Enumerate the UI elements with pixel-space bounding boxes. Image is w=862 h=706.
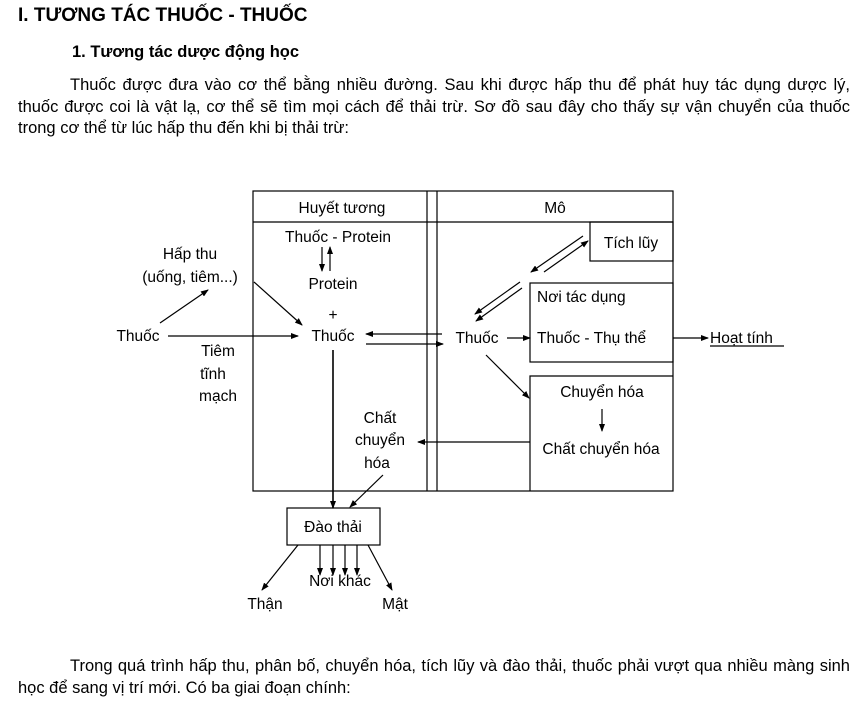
- tissue-drug-label: Thuốc: [455, 330, 498, 347]
- iv-label-1: Tiêm: [201, 343, 235, 360]
- drug-protein-label: Thuốc - Protein: [285, 229, 391, 246]
- accumulation-label: Tích lũy: [604, 235, 659, 252]
- site-of-action-label: Nơi tác dụng: [537, 289, 626, 306]
- tissue-header: Mô: [544, 200, 566, 217]
- metabolite-label: Chất chuyển hóa: [542, 441, 660, 458]
- plasma-header: Huyết tương: [299, 200, 386, 217]
- arrow-site-in: [475, 287, 523, 322]
- stages-paragraph: Trong quá trình hấp thu, phân bố, chuyển…: [18, 656, 850, 699]
- plus-label: +: [328, 307, 337, 324]
- intro-paragraph-text: Thuốc được đưa vào cơ thể bằng nhiều đườ…: [18, 76, 850, 137]
- protein-label: Protein: [308, 276, 357, 293]
- iv-label-2: tĩnh: [200, 366, 226, 383]
- plasma-metabolite-label-3: hóa: [364, 455, 390, 472]
- elimination-label: Đào thải: [304, 519, 362, 536]
- plasma-drug-label: Thuốc: [311, 328, 354, 345]
- arrow-to-metabolism: [485, 354, 530, 399]
- arrow-metabolite-to-elimination: [349, 474, 384, 508]
- section-heading: I. TƯƠNG TÁC THUỐC - THUỐC: [18, 5, 308, 26]
- plasma-metabolite-label-1: Chất: [364, 410, 397, 427]
- arrow-drug-to-absorption: [159, 289, 209, 324]
- site-of-action-box: [529, 282, 674, 363]
- metabolism-label: Chuyển hóa: [560, 384, 644, 401]
- drug-input-label: Thuốc: [116, 328, 159, 345]
- absorption-label: Hấp thu: [163, 246, 217, 263]
- bile-label: Mật: [382, 596, 409, 613]
- metabolism-box: [529, 375, 673, 491]
- intro-paragraph: Thuốc được đưa vào cơ thể bằng nhiều đườ…: [18, 75, 850, 140]
- accumulation-box: [589, 221, 674, 262]
- subsection-heading: 1. Tương tác dược động học: [72, 43, 300, 61]
- arrow-site-out: [474, 281, 521, 315]
- arrow-to-kidney: [261, 544, 299, 591]
- absorption-routes-label: (uống, tiêm...): [142, 269, 238, 286]
- activity-label: Hoạt tính: [710, 330, 773, 347]
- arrow-to-bile: [367, 544, 393, 591]
- iv-label-3: mạch: [199, 388, 237, 405]
- kidney-label: Thận: [247, 596, 282, 613]
- other-route-label: Nơi khác: [309, 573, 371, 590]
- stages-paragraph-text: Trong quá trình hấp thu, phân bố, chuyển…: [18, 657, 850, 697]
- arrow-accumulation-in: [543, 240, 589, 273]
- plasma-metabolite-label-2: chuyển: [355, 432, 405, 449]
- drug-receptor-label: Thuốc - Thụ thể: [537, 330, 646, 347]
- arrow-accumulation-out: [530, 235, 584, 273]
- arrow-absorption-to-plasma: [253, 281, 303, 326]
